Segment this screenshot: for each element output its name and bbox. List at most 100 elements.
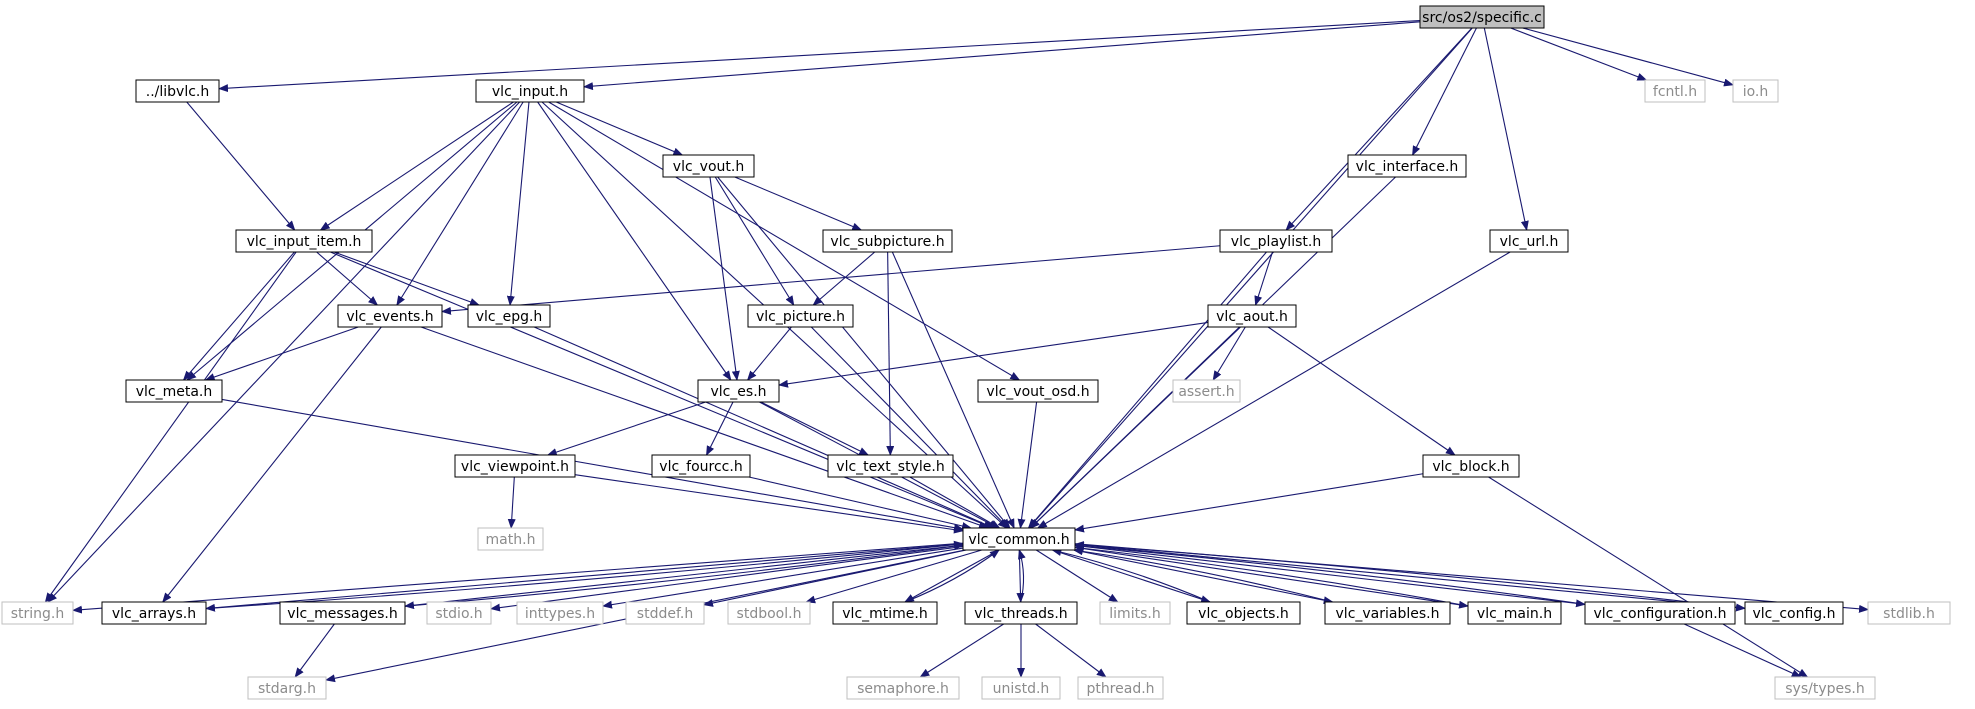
node-label: math.h <box>486 532 536 548</box>
node-label: vlc_configuration.h <box>1593 606 1726 622</box>
node-unistd-h: unistd.h <box>981 676 1061 700</box>
edge-vlc_common_h-to-vlc_messages_h <box>404 544 964 610</box>
edge-specific_c-to-libvlc_h <box>218 19 1421 93</box>
node-label: vlc_input_item.h <box>247 234 362 250</box>
node-label: vlc_meta.h <box>136 384 213 400</box>
edge-vlc_input_item_h-to-vlc_events_h <box>316 251 379 306</box>
node-box <box>662 154 755 178</box>
edge-vlc_vout_h-to-vlc_subpicture_h <box>734 176 863 231</box>
node-box <box>727 601 811 625</box>
edge-vlc_text_style_h-to-vlc_common_h <box>909 476 1001 529</box>
edge-vlc_picture_h-to-vlc_es_h <box>746 326 792 381</box>
node-box <box>625 601 705 625</box>
node-vlc-variables-h[interactable]: vlc_variables.h <box>1324 601 1451 625</box>
node-box <box>101 601 207 625</box>
node-box <box>1 601 74 625</box>
edge-vlc_messages_h-to-vlc_common_h <box>404 542 964 607</box>
node-libvlc-h[interactable]: ../libvlc.h <box>135 79 220 103</box>
node-vlc-fourcc-h[interactable]: vlc_fourcc.h <box>651 454 751 478</box>
node-box <box>977 379 1099 403</box>
node-label: vlc_epg.h <box>476 309 543 325</box>
node-stddef-h: stddef.h <box>625 601 705 625</box>
node-box <box>125 379 223 403</box>
node-vlc-mtime-h[interactable]: vlc_mtime.h <box>832 601 938 625</box>
edge-specific_c-to-vlc_input_h <box>583 21 1421 91</box>
node-label: vlc_variables.h <box>1336 606 1440 622</box>
node-vlc-events-h[interactable]: vlc_events.h <box>337 304 443 328</box>
node-math-h: math.h <box>477 527 544 551</box>
edge-vlc_epg_h-to-vlc_common_h <box>533 326 995 529</box>
edge-vlc_input_h-to-vlc_es_h <box>537 101 732 381</box>
node-box <box>426 601 492 625</box>
edge-vlc_common_h-to-stdbool_h <box>805 549 982 604</box>
node-box <box>477 527 544 551</box>
node-label: vlc_picture.h <box>756 309 845 325</box>
edge-vlc_events_h-to-vlc_common_h <box>420 326 989 529</box>
edge-vlc_main_h-to-vlc_common_h <box>1074 544 1469 607</box>
node-label: vlc_interface.h <box>1356 159 1459 175</box>
node-string-h: string.h <box>1 601 74 625</box>
edge-vlc_configuration_h-to-sys_types_h <box>1683 623 1802 678</box>
node-label: vlc_mtime.h <box>842 606 927 622</box>
node-label: vlc_common.h <box>968 532 1069 548</box>
node-box <box>1584 601 1736 625</box>
node-vlc-text-style-h[interactable]: vlc_text_style.h <box>827 454 954 478</box>
node-vlc-block-h[interactable]: vlc_block.h <box>1422 454 1520 478</box>
node-vlc-threads-h[interactable]: vlc_threads.h <box>964 601 1078 625</box>
node-box <box>846 676 960 700</box>
edge-vlc_input_item_h-to-vlc_meta_h <box>182 251 295 381</box>
edge-specific_c-to-vlc_common_h <box>1028 27 1473 529</box>
edge-vlc_arrays_h-to-vlc_common_h <box>205 540 964 610</box>
edge-vlc_common_h-to-vlc_objects_h <box>1052 549 1212 603</box>
node-vlc-input-h[interactable]: vlc_input.h <box>475 79 585 103</box>
edge-vlc_input_h-to-vlc_vout_osd_h <box>548 101 1021 381</box>
node-box <box>1186 601 1301 625</box>
node-vlc-messages-h[interactable]: vlc_messages.h <box>279 601 406 625</box>
node-vlc-vout-osd-h[interactable]: vlc_vout_osd.h <box>977 379 1099 403</box>
edge-vlc_common_h-to-stdio_h <box>490 545 964 612</box>
node-semaphore-h: semaphore.h <box>846 676 960 700</box>
node-box <box>467 304 551 328</box>
node-vlc-arrays-h[interactable]: vlc_arrays.h <box>101 601 207 625</box>
node-label: vlc_vout.h <box>673 159 744 175</box>
node-vlc-vout-h[interactable]: vlc_vout.h <box>662 154 755 178</box>
edge-vlc_config_h-to-vlc_common_h <box>1074 541 1746 609</box>
node-label: assert.h <box>1178 384 1234 400</box>
node-box <box>832 601 938 625</box>
edge-vlc_input_item_h-to-string_h <box>44 251 297 603</box>
node-vlc-es-h[interactable]: vlc_es.h <box>697 379 780 403</box>
node-pthread-h: pthread.h <box>1077 676 1164 700</box>
node-vlc-configuration-h[interactable]: vlc_configuration.h <box>1584 601 1736 625</box>
edge-vlc_common_h-to-vlc_variables_h <box>1073 549 1334 605</box>
node-vlc-config-h[interactable]: vlc_config.h <box>1744 601 1844 625</box>
node-label: sys/types.h <box>1785 681 1864 697</box>
node-box <box>475 79 585 103</box>
node-vlc-common-h[interactable]: vlc_common.h <box>962 527 1076 551</box>
node-vlc-playlist-h[interactable]: vlc_playlist.h <box>1219 229 1333 253</box>
edge-vlc_input_item_h-to-vlc_common_h <box>330 251 994 529</box>
node-vlc-aout-h[interactable]: vlc_aout.h <box>1207 304 1297 328</box>
node-vlc-epg-h[interactable]: vlc_epg.h <box>467 304 551 328</box>
node-vlc-url-h[interactable]: vlc_url.h <box>1489 229 1569 253</box>
node-label: stdlib.h <box>1883 606 1935 622</box>
edge-vlc_playlist_h-to-vlc_aout_h <box>1254 251 1274 306</box>
edge-vlc_input_item_h-to-vlc_epg_h <box>333 251 480 306</box>
node-vlc-meta-h[interactable]: vlc_meta.h <box>125 379 223 403</box>
node-vlc-objects-h[interactable]: vlc_objects.h <box>1186 601 1301 625</box>
node-vlc-subpicture-h[interactable]: vlc_subpicture.h <box>822 229 953 253</box>
node-specific-c[interactable]: src/os2/specific.c <box>1419 5 1545 29</box>
node-label: vlc_block.h <box>1432 459 1509 475</box>
node-vlc-input-item-h[interactable]: vlc_input_item.h <box>235 229 373 253</box>
edge-vlc_events_h-to-vlc_meta_h <box>204 326 359 381</box>
edge-vlc_input_h-to-vlc_epg_h <box>506 101 530 306</box>
edge-vlc_input_h-to-string_h <box>47 101 521 603</box>
node-vlc-interface-h[interactable]: vlc_interface.h <box>1347 154 1467 178</box>
node-label: src/os2/specific.c <box>1422 10 1542 26</box>
edge-vlc_viewpoint_h-to-vlc_common_h <box>574 474 964 534</box>
node-vlc-main-h[interactable]: vlc_main.h <box>1467 601 1562 625</box>
edge-specific_c-to-fcntl_h <box>1510 27 1648 81</box>
node-box <box>651 454 751 478</box>
node-vlc-viewpoint-h[interactable]: vlc_viewpoint.h <box>454 454 576 478</box>
node-stdbool-h: stdbool.h <box>727 601 811 625</box>
node-vlc-picture-h[interactable]: vlc_picture.h <box>747 304 854 328</box>
